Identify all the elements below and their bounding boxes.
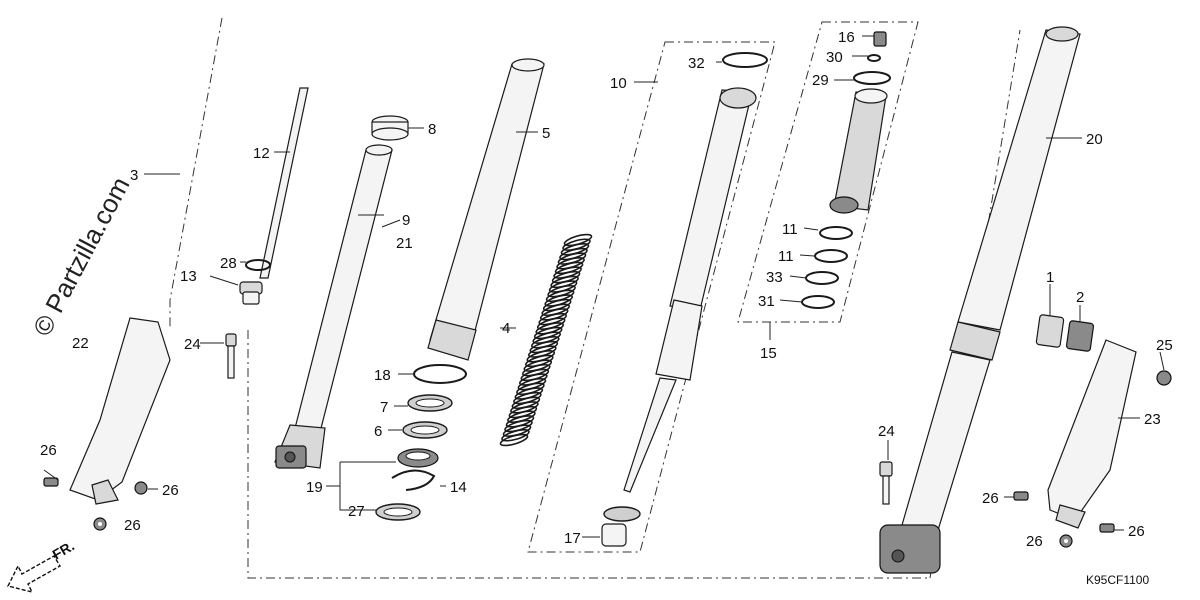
boundary-left-fork [169,17,223,330]
part-12-rod [259,87,309,279]
part-26-screw-d [1013,491,1029,501]
part-33-shim [805,271,839,285]
part-30-washer [867,54,881,62]
part-25-bolt [1156,370,1172,386]
part-18-clip [413,364,467,384]
callout-32: 32 [688,55,705,72]
part-17-cap [601,506,641,547]
callout-17: 17 [564,530,581,547]
watermark-text: © Partzilla.com [27,172,136,341]
callout-2: 2 [1076,289,1084,306]
callout-9: 9 [402,212,410,229]
boundary-bottom [247,330,930,579]
callout-29: 29 [812,72,829,89]
part-8-bushing [371,115,409,141]
callout-26-c: 26 [124,517,141,534]
part-24-bolt-left [225,333,237,379]
callout-12: 12 [253,145,270,162]
callout-7: 7 [380,399,388,416]
part-26-washer-f [1059,534,1073,548]
part-19-dust-seal [397,448,439,468]
part-29-oring [853,71,891,85]
callout-6: 6 [374,423,382,440]
part-16-bolt [873,31,887,47]
callout-8: 8 [428,121,436,138]
part-26-screw-b [134,481,148,495]
part-1-bracket [1035,314,1065,348]
callout-26-d: 26 [982,490,999,507]
part-23-fork-guard-right [1047,339,1137,529]
part-26-screw-a [43,477,59,487]
callout-30: 30 [826,49,843,66]
callout-25: 25 [1156,337,1173,354]
part-2-bracket [1065,320,1095,352]
callout-10: 10 [610,75,627,92]
callout-11-a: 11 [782,221,798,238]
callout-20: 20 [1086,131,1103,148]
callout-16: 16 [838,29,855,46]
part-4-spring [499,233,593,447]
callout-11-b: 11 [778,248,794,265]
part-20-right-fork [879,26,1081,574]
callout-26-b: 26 [162,482,179,499]
callout-24-right: 24 [878,423,895,440]
spring-coil [499,433,529,447]
boundary-cartridge [527,41,776,553]
callout-26-f: 26 [1026,533,1043,550]
callout-22: 22 [72,335,89,352]
callout-5: 5 [542,125,550,142]
callout-27: 27 [348,503,365,520]
part-28-oring [245,259,271,271]
boundary-valve-kit [737,21,919,323]
callout-1: 1 [1046,269,1054,286]
diagram-code: K95CF1100 [1086,573,1149,587]
boundary-right [929,29,1021,579]
callout-33: 33 [766,269,783,286]
callout-14: 14 [450,479,467,496]
spring-coil [501,429,530,442]
callout-24-left: 24 [184,336,201,353]
part-26-washer-c [93,517,107,531]
valve-assembly [829,88,888,214]
part-10-cartridge [623,87,757,493]
part-6-seal [402,421,448,439]
part-26-screw-e [1099,523,1115,533]
callout-28: 28 [220,255,237,272]
callout-13: 13 [180,268,197,285]
part-9-inner-tube [274,144,393,469]
callout-18: 18 [374,367,391,384]
part-22-fork-guard-left [69,317,171,505]
callout-15: 15 [760,345,777,362]
part-27-seal [375,503,421,521]
part-13-bolt [239,281,263,305]
callout-4: 4 [502,320,510,337]
part-5-outer-tube [427,58,545,361]
callout-3: 3 [130,167,138,184]
part-31-shim [801,295,835,309]
part-32-oring [722,52,768,68]
part-11-shim-a [819,226,853,240]
part-7-seal [407,394,453,412]
callout-23: 23 [1144,411,1161,428]
callout-26-a: 26 [40,442,57,459]
callout-21: 21 [396,235,413,252]
part-14-stopper-ring [391,469,436,491]
callout-19: 19 [306,479,323,496]
callout-26-e: 26 [1128,523,1145,540]
callout-31: 31 [758,293,775,310]
front-direction-arrow: FR. [6,537,77,594]
part-11-shim-b [814,249,848,263]
assembly-boundaries [169,17,1021,579]
leader-lines [43,35,1165,538]
part-24-bolt-right [879,461,893,505]
callouts: 3 12 8 9 21 28 13 22 24 26 26 26 5 4 18 … [40,29,1173,550]
